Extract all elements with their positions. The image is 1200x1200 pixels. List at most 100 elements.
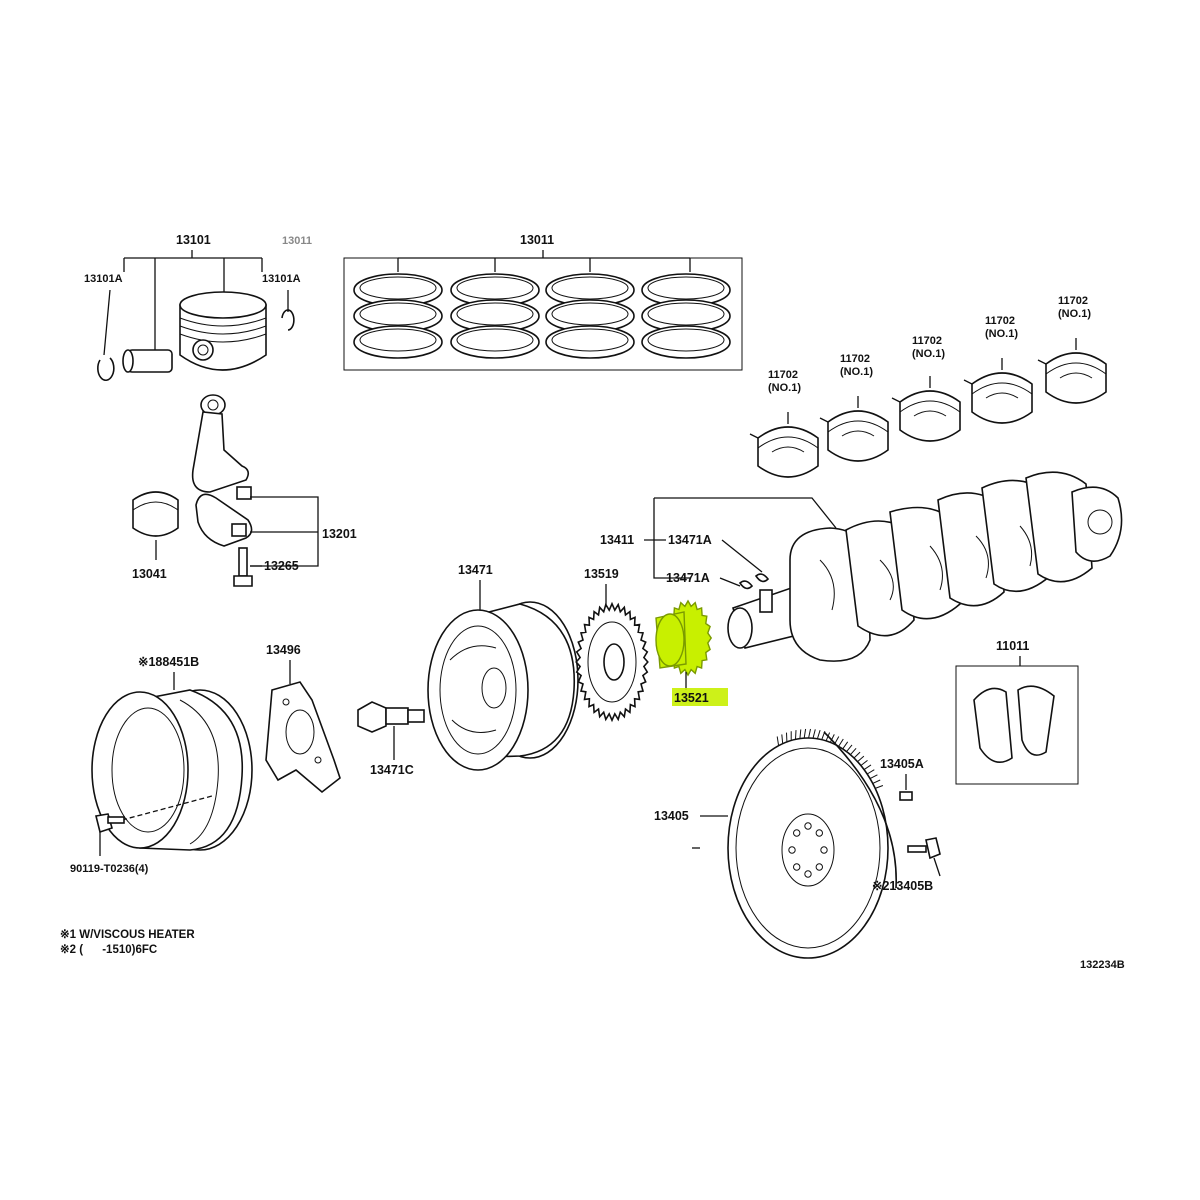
label-snap-ring-right[interactable]: 13101A [262, 273, 301, 285]
pulley-screw-shape [95, 813, 125, 834]
flywheel-inner-rim [735, 747, 881, 949]
piston-pin [122, 349, 173, 373]
flywheel-bolt-hole [815, 863, 823, 871]
label-piston[interactable]: 13101 [176, 233, 211, 247]
piston-rings [353, 273, 731, 359]
notes-group: ※1 W/VISCOUS HEATER ※2 ( -1510)6FC 13223… [60, 928, 1125, 971]
plate-shape [265, 681, 341, 794]
main-bearing-shell [963, 358, 1033, 424]
flywheel-bolt-hole [793, 829, 801, 837]
snap-ring-right-shape [281, 309, 295, 331]
label-pulley-bolt[interactable]: 13471C [370, 763, 414, 777]
label-sprocket[interactable]: 13521 [674, 691, 709, 705]
thrust-washer-right [1017, 685, 1055, 756]
piston-ring-inner [359, 276, 437, 300]
note-line-1: ※1 W/VISCOUS HEATER [60, 928, 195, 941]
gear-group: 13519 [575, 567, 649, 723]
plate-group: 13496 [265, 643, 341, 794]
gear-hub [603, 643, 625, 681]
label-pulley[interactable]: 13471 [458, 563, 493, 577]
piston-ring-inner [551, 302, 629, 326]
thrust-washer-left [973, 687, 1013, 764]
snap-ring-left-shape [97, 357, 115, 382]
thrust-washer-box [955, 665, 1079, 785]
label-bearing-2-sub: (NO.1) [840, 366, 873, 378]
sprocket-shape [655, 599, 713, 677]
flywheel-bolt-hole [793, 863, 801, 871]
label-snap-ring-left[interactable]: 13101A [84, 273, 123, 285]
diagram-code: 132234B [1080, 959, 1125, 971]
conrod-group: 13201 13265 13041 [132, 394, 357, 587]
conrod-bolt-shape [233, 547, 253, 587]
flywheel-bolt-shape [907, 837, 941, 860]
label-viscous-pulley[interactable]: ※188451B [138, 655, 199, 669]
flywheel-bolt-hole [788, 846, 796, 854]
label-bearing-4-sub: (NO.1) [985, 328, 1018, 340]
label-flywheel-pin[interactable]: 13405A [880, 757, 924, 771]
conrod-shape [191, 394, 253, 547]
crankshaft-shape [727, 471, 1123, 662]
flywheel-bolt-hole [815, 829, 823, 837]
label-key-lower[interactable]: 13471A [666, 571, 710, 585]
gear-shape [575, 601, 649, 723]
flywheel-shape [727, 728, 897, 959]
main-bearings-group: 11702 (NO.1) 11702 (NO.1) 11702 (NO.1) 1… [749, 295, 1107, 478]
main-bearing-shell [891, 376, 961, 442]
main-bearing-shell [1037, 338, 1107, 404]
label-pulley-screw[interactable]: 90119-T0236(4) [70, 863, 149, 875]
label-piston-ring-faded: 13011 [282, 235, 312, 247]
piston-ring-inner [359, 302, 437, 326]
gear-web [587, 621, 637, 703]
key-upper-shape [754, 573, 770, 583]
piston-ring-inner [456, 328, 534, 352]
label-bearing-4[interactable]: 11702 [985, 315, 1015, 327]
label-bearing-1[interactable]: 11702 [768, 369, 798, 381]
label-bearing-2[interactable]: 11702 [840, 353, 870, 365]
piston-ring-inner [647, 276, 725, 300]
piston-ring-inner [647, 328, 725, 352]
piston-ring-inner [359, 328, 437, 352]
flywheel-rim [727, 737, 889, 959]
label-thrust-washer[interactable]: 11011 [996, 639, 1029, 653]
ring-set-box [343, 257, 743, 371]
piston-group: 13101 13011 13101A 13101A [84, 233, 312, 382]
viscous-pulley-group: ※188451B 90119-T0236(4) [70, 655, 253, 875]
flywheel-pin-shape [899, 791, 913, 801]
label-key-upper[interactable]: 13471A [668, 533, 712, 547]
label-gear[interactable]: 13519 [584, 567, 619, 581]
flywheel-bolt-hole [804, 822, 812, 830]
piston-ring-inner [647, 302, 725, 326]
pulley-bolt-group: 13471C [357, 701, 425, 777]
pulley-bolt-shape [357, 701, 425, 733]
label-ring-set[interactable]: 13011 [520, 233, 554, 247]
piston-ring [353, 325, 443, 359]
label-bearing-1-sub: (NO.1) [768, 382, 801, 394]
ring-set-group: 13011 [343, 233, 743, 371]
label-bearing-3-sub: (NO.1) [912, 348, 945, 360]
label-conrod[interactable]: 13201 [322, 527, 357, 541]
main-bearing-shell [749, 412, 819, 478]
label-conrod-bearing[interactable]: 13041 [132, 567, 167, 581]
piston-ring [450, 325, 540, 359]
note-line-2: ※2 ( -1510)6FC [60, 943, 157, 956]
label-plate[interactable]: 13496 [266, 643, 301, 657]
crank-pulley-group: 13471 [427, 563, 579, 771]
label-bearing-3[interactable]: 11702 [912, 335, 942, 347]
label-conrod-bolt[interactable]: 13265 [264, 559, 299, 573]
flywheel-hub [781, 813, 835, 887]
piston-ring-inner [551, 328, 629, 352]
piston-ring-inner [456, 276, 534, 300]
flywheel-group: 13405 13405A ※213405B [654, 728, 941, 959]
label-bearing-5[interactable]: 11702 [1058, 295, 1088, 307]
conrod-bearing-shape [132, 491, 179, 537]
label-flywheel[interactable]: 13405 [654, 809, 689, 823]
crank-pulley-shape [427, 601, 579, 771]
key-lower-shape [738, 580, 754, 590]
flywheel-bolt-hole [804, 870, 812, 878]
label-flywheel-bolt[interactable]: ※213405B [872, 879, 933, 893]
piston-shape [179, 291, 267, 371]
sprocket-hub-face [655, 613, 685, 667]
label-crankshaft[interactable]: 13411 [600, 533, 634, 547]
piston-ring [641, 325, 731, 359]
